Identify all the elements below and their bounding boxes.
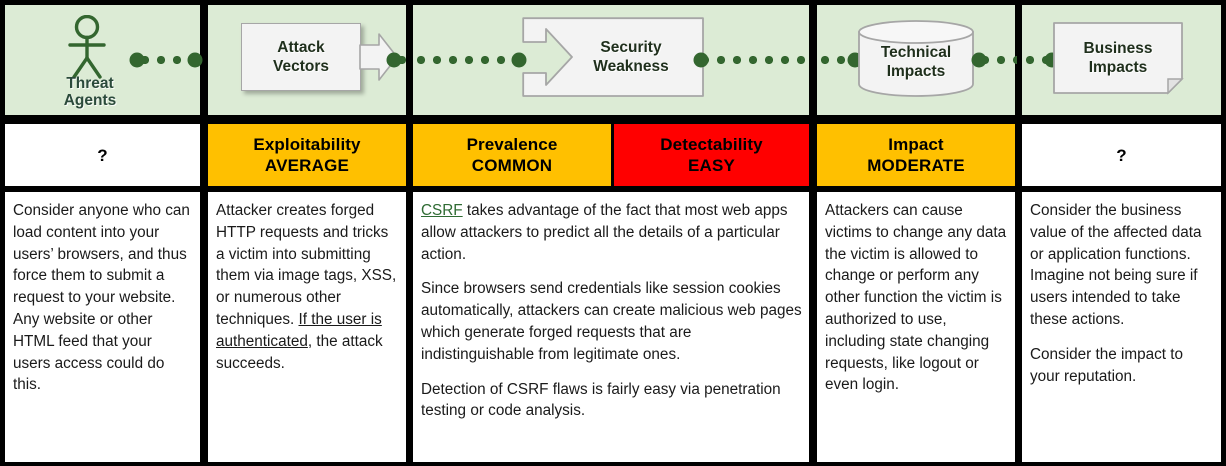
threat-agents-label-line2: Agents [63, 92, 117, 109]
description-threat-agents: Consider anyone who can load content int… [5, 192, 200, 462]
business-impacts-label-line2: Impacts [1088, 59, 1148, 76]
connector-knob-1b [187, 52, 203, 68]
connector-dots-3 [413, 56, 525, 64]
flow-cell-technical-impacts[interactable]: Technical Impacts [817, 5, 1017, 115]
description-attack-vectors: Attacker creates forged HTTP requests an… [208, 192, 406, 462]
description-threat-agents-p1: Consider anyone who can load content int… [13, 202, 190, 394]
rating-exploitability-line2: AVERAGE [264, 156, 350, 175]
description-security-weakness: CSRF takes advantage of the fact that mo… [413, 192, 809, 462]
connector-dots-6 [977, 56, 1017, 64]
rating-prevalence-line2: COMMON [471, 156, 553, 175]
attack-vectors-label-line2: Vectors [272, 58, 329, 75]
rating-detectability-line2: EASY [687, 156, 736, 175]
connector-dots-4 [697, 56, 809, 64]
connector-knob-3a [511, 52, 527, 68]
attack-vectors-label-line1: Attack [277, 39, 325, 56]
connector-dots-2 [394, 56, 412, 64]
description-business-impacts: Consider the business value of the affec… [1022, 192, 1221, 462]
rating-prevalence[interactable]: Prevalence COMMON [413, 124, 611, 186]
attack-vectors-text-underlined: If the user is authenticated [216, 310, 382, 350]
rating-detectability[interactable]: Detectability EASY [614, 124, 809, 186]
threat-agents-label: Threat Agents [25, 75, 155, 109]
security-weakness-label-line1: Security [600, 39, 662, 56]
arrow-in-box-icon [522, 17, 704, 97]
rating-prevalence-line1: Prevalence [466, 135, 558, 154]
connector-dots-1 [137, 56, 193, 64]
rating-business-impacts[interactable]: ? [1022, 124, 1221, 186]
connector-dots-5 [817, 56, 861, 64]
description-business-impacts-p2: Consider the impact to your reputation. [1030, 345, 1184, 385]
flow-row: Threat Agents Attack Vectors [0, 0, 1226, 118]
connector-dots-7 [1022, 56, 1056, 64]
flow-cell-attack-vectors[interactable]: Attack Vectors [208, 5, 412, 115]
arrow-right-icon [359, 33, 398, 81]
rating-row: ? Exploitability AVERAGE Prevalence COMM… [0, 124, 1226, 186]
description-business-impacts-p1: Consider the business value of the affec… [1030, 202, 1202, 328]
business-impacts-label-line1: Business [1083, 40, 1153, 57]
technical-impacts-shape[interactable]: Technical Impacts [857, 19, 975, 97]
connector-knob-3b [693, 52, 709, 68]
description-security-weakness-p3: Detection of CSRF flaws is fairly easy v… [421, 380, 781, 420]
business-impacts-shape[interactable]: Business Impacts [1052, 21, 1184, 95]
rating-exploitability-line1: Exploitability [253, 135, 361, 154]
technical-impacts-label-line1: Technical [880, 44, 952, 61]
rating-exploitability[interactable]: Exploitability AVERAGE [208, 124, 406, 186]
rating-threat-agents-line1: ? [97, 145, 108, 165]
csrf-link[interactable]: CSRF [421, 202, 463, 219]
description-row: Consider anyone who can load content int… [0, 192, 1226, 462]
flow-cell-security-weakness[interactable]: Security Weakness [413, 5, 809, 115]
rating-impact[interactable]: Impact MODERATE [817, 124, 1015, 186]
attack-vectors-text-before: Attacker creates forged HTTP requests an… [216, 202, 397, 328]
rating-detectability-line1: Detectability [660, 135, 763, 154]
description-security-weakness-p2: Since browsers send credentials like ses… [421, 280, 802, 363]
connector-knob-4b [971, 52, 987, 68]
security-weakness-text-after: takes advantage of the fact that most we… [421, 202, 788, 263]
cylinder-icon [858, 20, 974, 97]
security-weakness-label-line2: Weakness [593, 58, 669, 75]
rating-impact-line2: MODERATE [867, 156, 965, 175]
connector-knob-2 [386, 52, 402, 68]
stick-figure-icon [68, 15, 106, 79]
attack-vectors-shape[interactable]: Attack Vectors [241, 23, 361, 91]
flow-cell-business-impacts[interactable]: Business Impacts [1022, 5, 1221, 115]
connector-knob-1a [129, 52, 145, 68]
rating-impact-line1: Impact [888, 135, 944, 154]
flow-cell-threat-agents[interactable]: Threat Agents [5, 5, 203, 115]
document-folded-corner-icon [1053, 22, 1184, 95]
description-technical-impacts-p1: Attackers can cause victims to change an… [825, 202, 1007, 394]
rating-threat-agents[interactable]: ? [5, 124, 200, 186]
security-weakness-shape[interactable]: Security Weakness [522, 17, 704, 97]
description-technical-impacts: Attackers can cause victims to change an… [817, 192, 1015, 462]
technical-impacts-label-line2: Impacts [886, 63, 946, 80]
rating-business-impacts-line1: ? [1116, 145, 1127, 165]
attack-vectors-text-after: , the attack succeeds. [216, 332, 383, 372]
threat-agents-label-line1: Threat [66, 75, 114, 92]
description-attack-vectors-p1: Attacker creates forged HTTP requests an… [216, 200, 399, 374]
description-security-weakness-p1: CSRF takes advantage of the fact that mo… [421, 200, 802, 265]
